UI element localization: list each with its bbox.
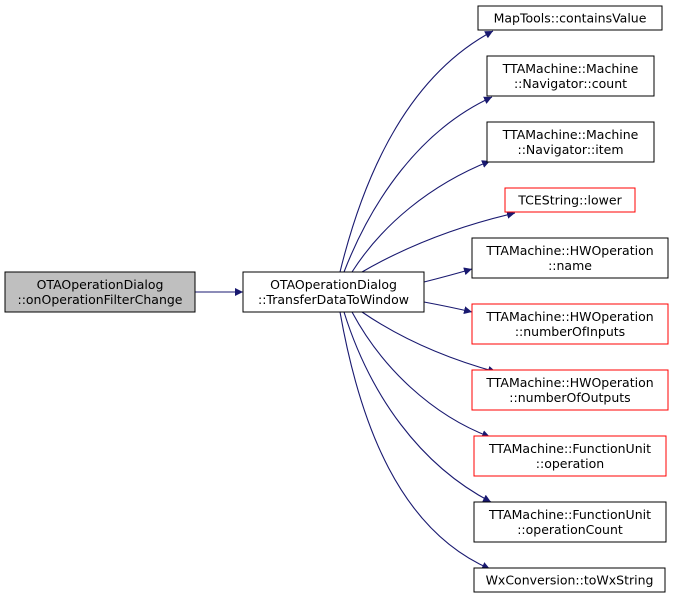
- edges: [195, 30, 516, 570]
- node-transfer[interactable]: OTAOperationDialog::TransferDataToWindow: [242, 271, 425, 313]
- node-label-line: ::name: [548, 258, 592, 273]
- node-label-line: MapTools::containsValue: [494, 11, 647, 26]
- edge-transfer-to-fu_operation: [351, 311, 491, 438]
- node-label-line: ::Navigator::count: [514, 76, 627, 91]
- edge-transfer-to-hwop_name: [423, 267, 473, 283]
- node-navigator_item[interactable]: TTAMachine::Machine::Navigator::item: [486, 121, 655, 163]
- node-label-line: ::numberOfOutputs: [509, 390, 630, 405]
- edge-transfer-to-contains_value: [339, 30, 494, 273]
- node-box: [477, 5, 663, 31]
- node-box: [486, 121, 655, 163]
- node-hwop_inputs[interactable]: TTAMachine::HWOperation::numberOfInputs: [471, 303, 669, 345]
- nodes: OTAOperationDialog::onOperationFilterCha…: [4, 5, 669, 593]
- node-box: [471, 369, 669, 411]
- edge-transfer-to-wx_tostring: [339, 311, 491, 570]
- node-box: [471, 303, 669, 345]
- node-label-line: ::Navigator::item: [517, 142, 623, 157]
- node-box: [473, 567, 666, 593]
- node-contains_value[interactable]: MapTools::containsValue: [477, 5, 663, 31]
- node-navigator_count[interactable]: TTAMachine::Machine::Navigator::count: [486, 55, 655, 97]
- node-root[interactable]: OTAOperationDialog::onOperationFilterCha…: [4, 271, 196, 313]
- node-label-line: OTAOperationDialog: [270, 277, 397, 292]
- edge-transfer-to-navigator_count: [343, 96, 493, 273]
- node-hwop_name[interactable]: TTAMachine::HWOperation::name: [471, 237, 669, 279]
- node-label-line: TTAMachine::HWOperation: [485, 375, 653, 390]
- node-tcestring_lower[interactable]: TCEString::lower: [504, 187, 636, 213]
- node-box: [486, 55, 655, 97]
- node-box: [471, 237, 669, 279]
- node-label-line: ::operationCount: [517, 522, 623, 537]
- edge-transfer-to-hwop_outputs: [361, 311, 497, 374]
- node-box: [242, 271, 425, 313]
- node-fu_operation[interactable]: TTAMachine::FunctionUnit::operation: [473, 435, 667, 477]
- node-wx_tostring[interactable]: WxConversion::toWxString: [473, 567, 666, 593]
- node-label-line: TTAMachine::FunctionUnit: [488, 441, 651, 456]
- node-hwop_outputs[interactable]: TTAMachine::HWOperation::numberOfOutputs: [471, 369, 669, 411]
- node-fu_opcount[interactable]: TTAMachine::FunctionUnit::operationCount: [473, 501, 667, 543]
- node-label-line: TCEString::lower: [517, 193, 622, 208]
- node-box: [504, 187, 636, 213]
- node-label-line: OTAOperationDialog: [37, 277, 164, 292]
- node-label-line: TTAMachine::Machine: [502, 127, 639, 142]
- node-label-line: TTAMachine::Machine: [502, 61, 639, 76]
- node-label-line: TTAMachine::FunctionUnit: [488, 507, 651, 522]
- node-label-line: ::TransferDataToWindow: [258, 292, 409, 307]
- node-label-line: TTAMachine::HWOperation: [485, 243, 653, 258]
- edge-transfer-to-navigator_item: [351, 160, 491, 273]
- node-box: [4, 271, 196, 313]
- node-label-line: ::numberOfInputs: [515, 324, 625, 339]
- node-label-line: TTAMachine::HWOperation: [485, 309, 653, 324]
- node-box: [473, 501, 667, 543]
- edge-transfer-to-fu_opcount: [343, 311, 492, 503]
- node-label-line: WxConversion::toWxString: [486, 573, 654, 588]
- node-label-line: ::operation: [536, 456, 604, 471]
- node-label-line: ::onOperationFilterChange: [17, 292, 182, 307]
- edge-transfer-to-hwop_inputs: [423, 301, 473, 315]
- node-box: [473, 435, 667, 477]
- edge-transfer-to-tcestring_lower: [361, 210, 516, 273]
